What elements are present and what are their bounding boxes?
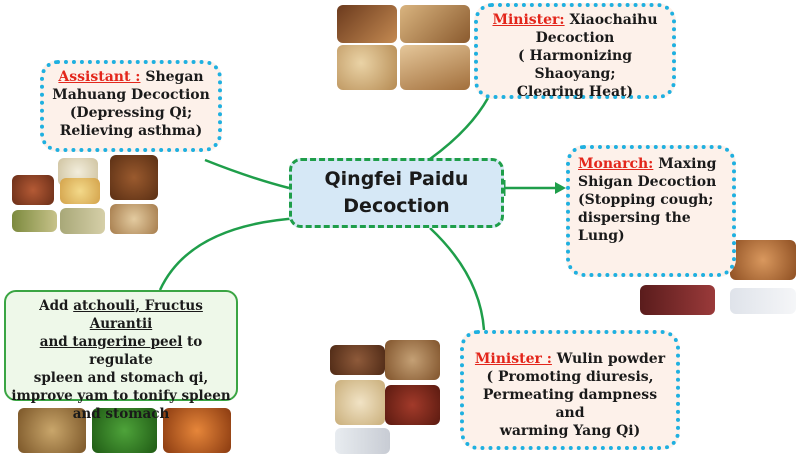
- supplement-line3: spleen and stomach qi,: [33, 370, 209, 386]
- center-title-line1: Qingfei Paidu: [324, 168, 469, 190]
- center-node-qingfei-paidu: Qingfei Paidu Decoction: [289, 158, 504, 228]
- minister-top-line2: Decoction: [535, 30, 615, 46]
- arrow-head-monarch: [555, 182, 566, 194]
- assistant-line2: Mahuang Decoction: [52, 87, 210, 103]
- monarch-line1: Maxing: [658, 156, 717, 172]
- monarch-line4: dispersing the: [578, 210, 691, 226]
- minister-bottom-line2: ( Promoting diuresis,: [486, 369, 654, 385]
- connector-to-assistant: [204, 158, 290, 190]
- monarch-box: Monarch: Maxing Shigan Decoction (Stoppi…: [566, 145, 736, 277]
- minister-top-role: Minister:: [492, 12, 565, 28]
- minister-top-box: Minister: Xiaochaihu Decoction ( Harmoni…: [474, 3, 676, 100]
- supplement-line2-rest: to regulate: [89, 334, 203, 368]
- supplement-line4: improve yam to tonify spleen: [11, 388, 231, 404]
- monarch-role: Monarch:: [578, 156, 654, 172]
- monarch-line5: Lung): [578, 228, 625, 244]
- supplement-herbs-underlined-2: and tangerine peel: [39, 334, 183, 350]
- supplement-line1: Add: [39, 298, 69, 314]
- connector-to-supplement: [158, 216, 301, 291]
- assistant-line4: Relieving asthma): [59, 123, 203, 139]
- monarch-line2: Shigan Decoction: [578, 174, 717, 190]
- assistant-role: Assistant :: [58, 69, 141, 85]
- monarch-line3: (Stopping cough;: [578, 192, 714, 208]
- minister-bottom-box: Minister : Wulin powder ( Promoting diur…: [460, 330, 680, 450]
- minister-bottom-line1: Wulin powder: [556, 351, 666, 367]
- minister-bottom-role: Minister :: [474, 351, 552, 367]
- assistant-line1: Shegan: [145, 69, 204, 85]
- center-title-line2: Decoction: [343, 195, 450, 217]
- supplement-line5: and stomach: [72, 406, 170, 422]
- supplement-herbs-underlined-1: atchouli, Fructus Aurantii: [73, 298, 203, 332]
- assistant-box: Assistant : Shegan Mahuang Decoction (De…: [40, 60, 222, 152]
- minister-top-line1: Xiaochaihu: [569, 12, 658, 28]
- supplement-box: Add atchouli, Fructus Aurantii and tange…: [4, 290, 238, 422]
- connector-to-minister-top: [429, 97, 490, 161]
- minister-bottom-line3: Permeating dampness and: [482, 387, 658, 421]
- minister-top-line4: Clearing Heat): [516, 84, 634, 100]
- minister-bottom-line4: warming Yang Qi): [499, 423, 641, 439]
- connector-to-minister-bottom: [429, 227, 486, 331]
- minister-top-line3: ( Harmonizing Shaoyang;: [517, 48, 633, 82]
- assistant-line3: (Depressing Qi;: [69, 105, 193, 121]
